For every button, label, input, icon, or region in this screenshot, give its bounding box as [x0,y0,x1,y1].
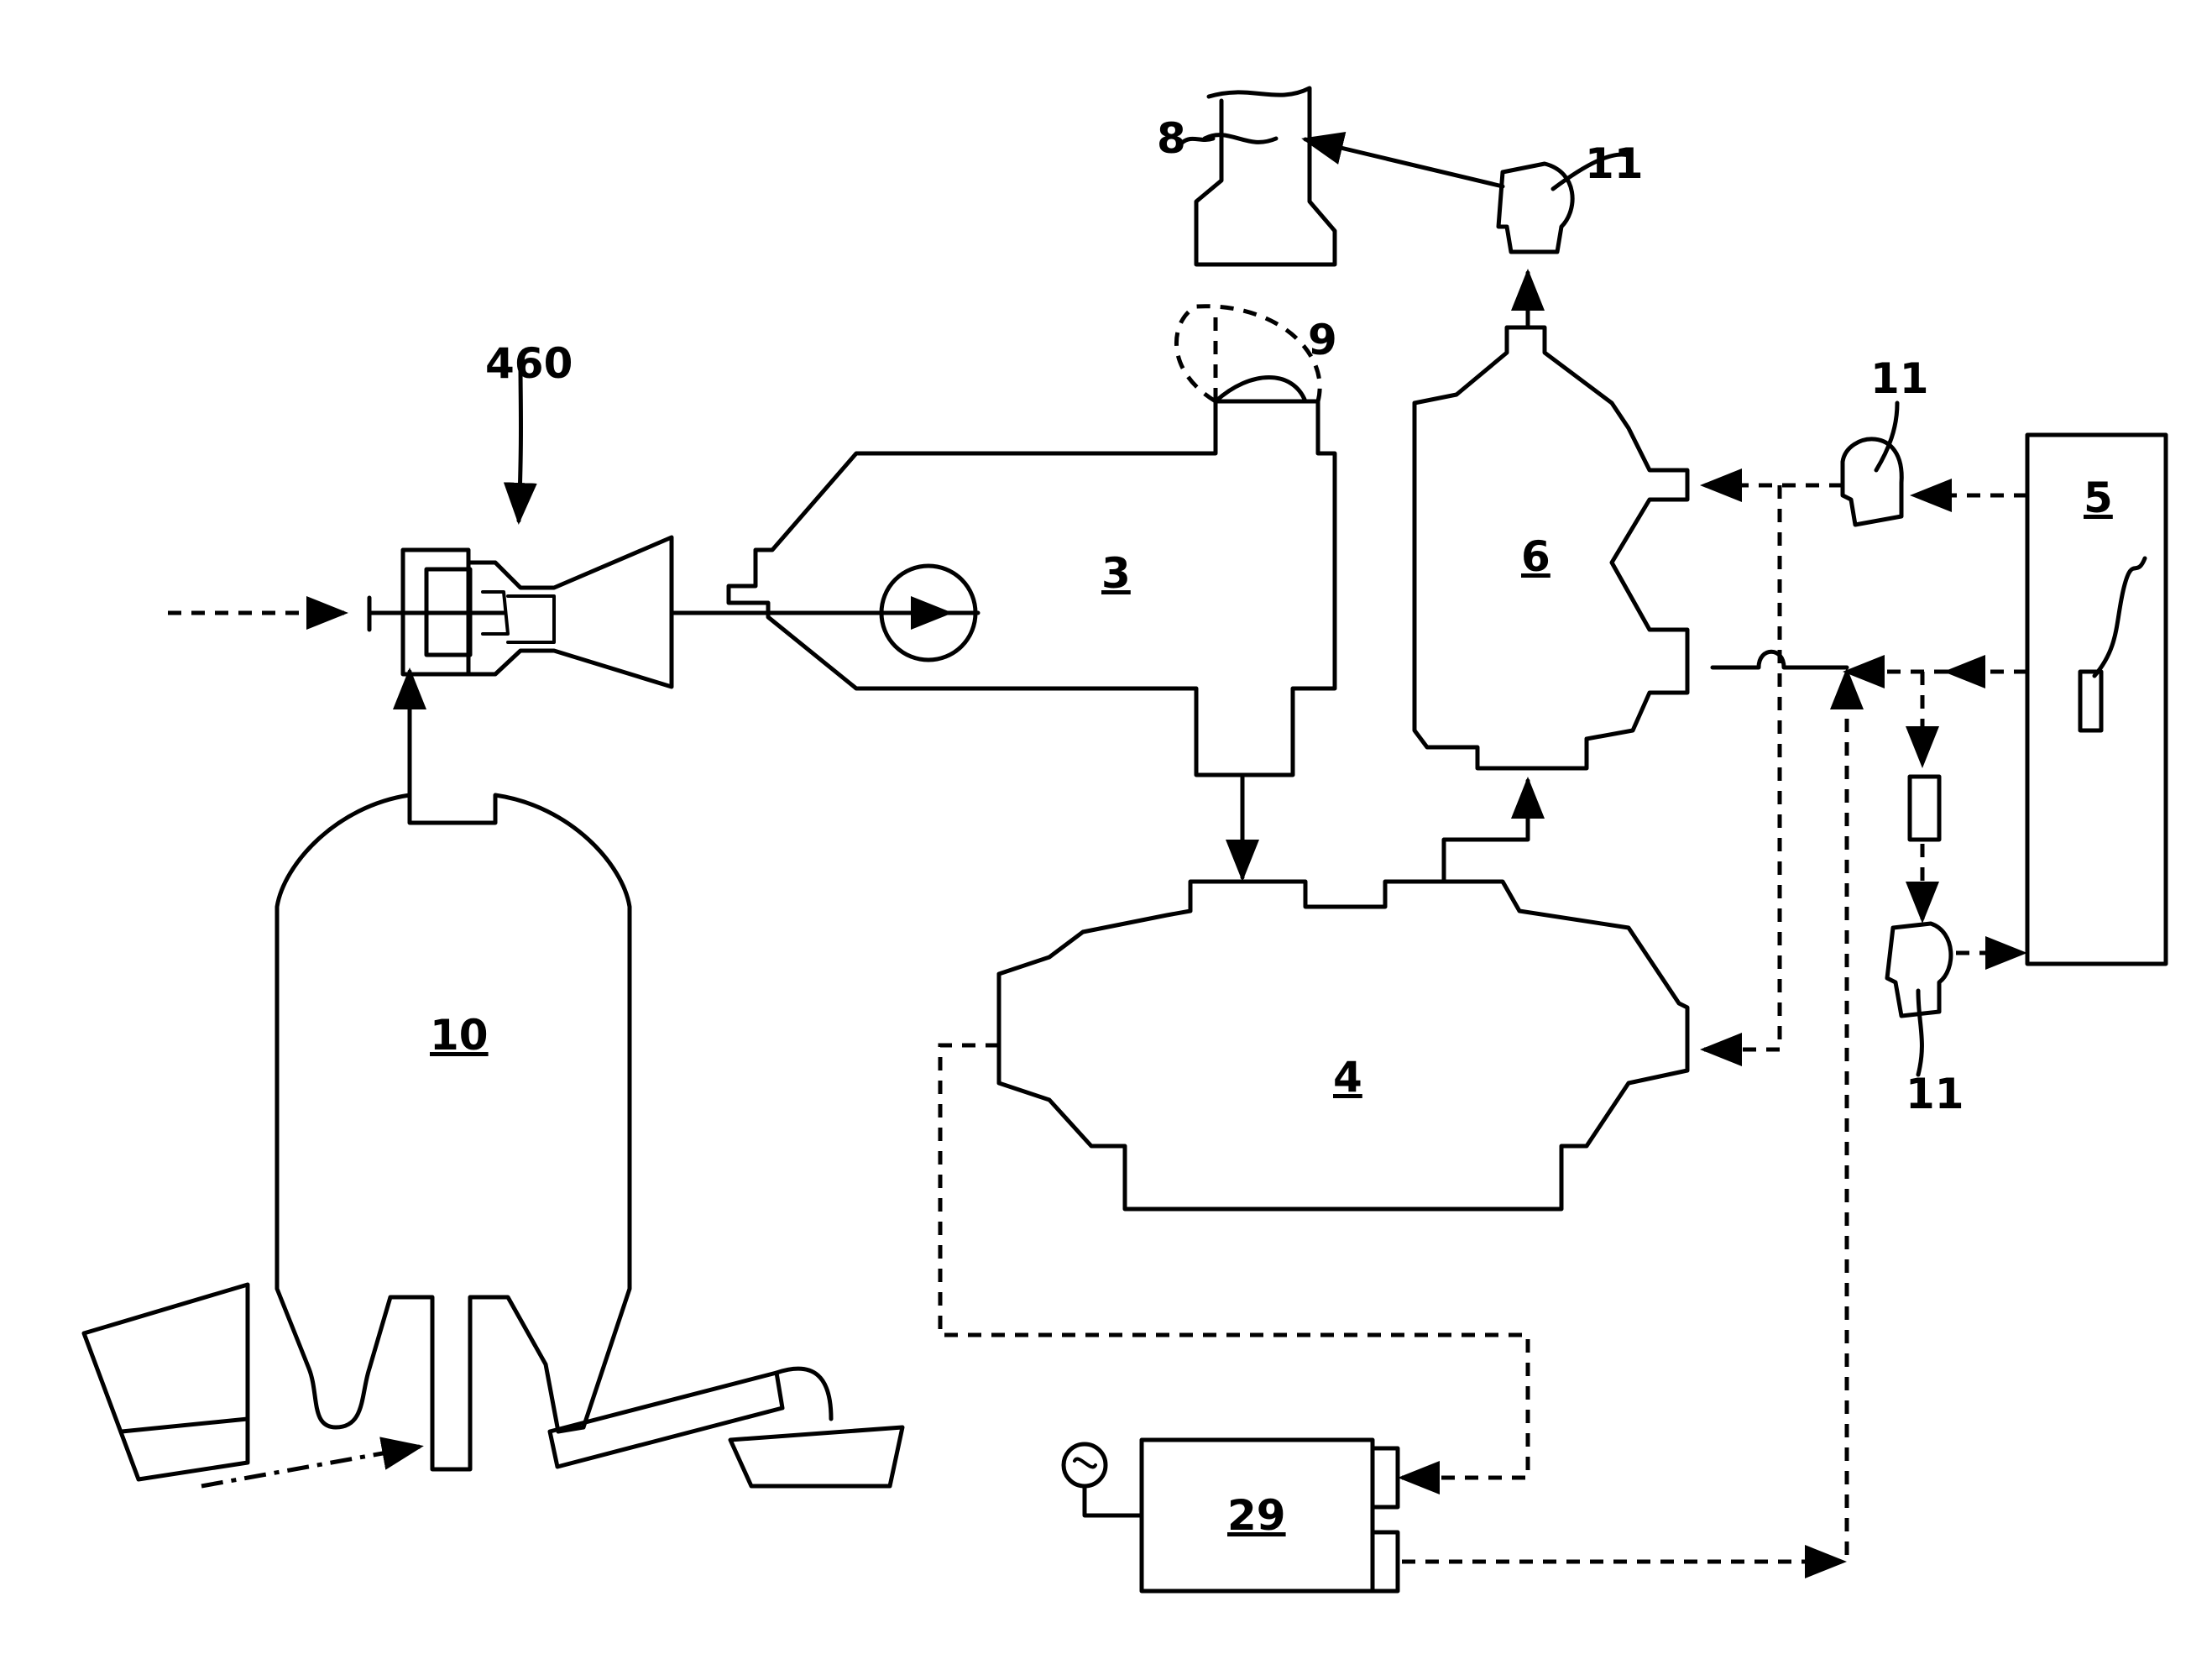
label-10: 10 [430,1011,489,1060]
label-11-mid: 11 [1870,354,1929,403]
unit-8-stack [1196,88,1503,264]
label-9: 9 [1308,316,1337,364]
unit-3-chamber [672,306,1335,877]
unit-10-vessel [84,795,902,1486]
unit-4-chamber [999,781,1687,1209]
label-8: 8 [1157,114,1186,163]
label-11-bottom: 11 [1906,1070,1964,1118]
label-6: 6 [1521,532,1550,581]
unit-460-nozzle [168,365,672,795]
label-4: 4 [1333,1053,1362,1102]
fan-11-bottom [1887,924,1951,1075]
label-29: 29 [1227,1491,1286,1540]
label-3: 3 [1101,549,1131,598]
unit-6-chamber [1415,273,1687,768]
label-11-top: 11 [1585,139,1644,188]
signal-lines [940,485,2027,1562]
labels: 8 9 3 4 5 6 10 29 11 11 11 460 [430,114,2113,1540]
fan-11-mid [1843,403,1901,525]
label-5: 5 [2084,474,2113,522]
label-460: 460 [485,339,573,388]
